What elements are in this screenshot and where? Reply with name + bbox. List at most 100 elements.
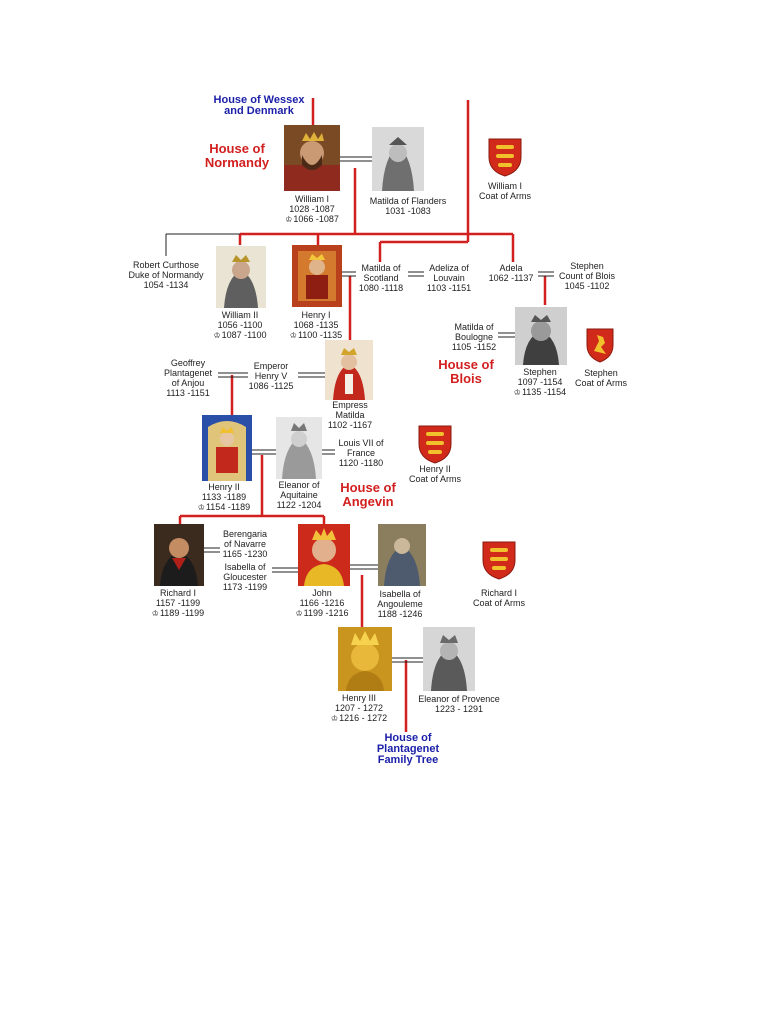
matilda-scotland-line1: Matilda of (361, 263, 401, 273)
label-louis-vii: Louis VII of France 1120 -1180 (330, 438, 392, 468)
label-robert-curthose: Robert Curthose Duke of Normandy 1054 -1… (118, 260, 214, 290)
henry-ii-reign-years: 1154 -1189 (205, 502, 251, 512)
eleanor-aq-line2: Aquitaine (280, 490, 318, 500)
isabella-glou-line2: Gloucester (223, 572, 267, 582)
john-reign: ♔1199 -1216 (284, 608, 360, 619)
portrait-matilda-of-flanders (372, 127, 424, 191)
crown-icon: ♔ (213, 331, 221, 340)
geoffrey-line1: Geoffrey (170, 358, 206, 368)
house-wessex-line2: and Denmark (224, 105, 294, 117)
house-wessex-label: House of Wessex and Denmark (204, 95, 314, 117)
portrait-stephen (515, 307, 567, 365)
arms-henry-ii-label: Henry II Coat of Arms (396, 464, 474, 484)
house-blois-label: House of Blois (430, 358, 502, 386)
louis-line3: 1120 -1180 (338, 458, 384, 468)
william-ii-reign-years: 1087 -1100 (221, 330, 267, 340)
henry-ii-dates: 1133 -1189 (201, 492, 247, 502)
crown-icon: ♔ (513, 388, 521, 397)
empress-line3: 1102 -1167 (327, 420, 373, 430)
geoffrey-line3: of Anjou (171, 378, 205, 388)
matilda-boulogne-line1: Matilda of (454, 322, 494, 332)
portrait-henry-iii (338, 627, 392, 691)
crown-icon: ♔ (289, 331, 297, 340)
label-william-ii: William II 1056 -1100 ♔1087 -1100 (202, 310, 278, 341)
berengaria-line2: of Navarre (223, 539, 267, 549)
portrait-william-i (284, 125, 340, 191)
house-plantagenet-line1: House of (384, 732, 432, 744)
portrait-isabella-of-angouleme (378, 524, 426, 586)
portrait-henry-ii (202, 415, 252, 481)
stephen-blois-line3: 1045 -1102 (564, 281, 610, 291)
isabella-ang-line2: Angouleme (377, 599, 423, 609)
henry-v-line2: Henry V (254, 371, 288, 381)
matilda-boulogne-line3: 1105 -1152 (451, 342, 497, 352)
john-reign-years: 1199 -1216 (303, 608, 349, 618)
isabella-glou-line1: Isabella of (224, 562, 266, 572)
adela-line2: 1062 -1137 (488, 273, 534, 283)
label-adela: Adela 1062 -1137 (482, 263, 540, 283)
label-john: John 1166 -1216 ♔1199 -1216 (284, 588, 360, 619)
label-isabella-of-angouleme: Isabella of Angouleme 1188 -1246 (368, 589, 432, 619)
adeliza-line1: Adeliza of (429, 263, 469, 273)
isabella-glou-line3: 1173 -1199 (222, 582, 268, 592)
eleanor-aq-line1: Eleanor of (278, 480, 320, 490)
eleanor-prov-line1: Eleanor of Provence (418, 694, 500, 704)
portrait-richard-i (154, 524, 204, 586)
berengaria-line1: Berengaria (222, 529, 268, 539)
louis-line2: France (346, 448, 375, 458)
henry-v-line3: 1086 -1125 (248, 381, 294, 391)
john-name: John (312, 588, 332, 598)
berengaria-line3: 1165 -1230 (222, 549, 268, 559)
henry-i-reign-years: 1100 -1135 (297, 330, 343, 340)
coat-of-arms-stephen-icon (585, 327, 615, 363)
house-plantagenet-label: House of Plantagenet Family Tree (360, 733, 456, 766)
arms-richard-i-line2: Coat of Arms (472, 598, 526, 608)
house-normandy-label: House of Normandy (192, 142, 282, 170)
portrait-eleanor-of-provence (423, 627, 475, 691)
house-angevin-line1: House of (340, 480, 396, 495)
matilda-flanders-name: Matilda of Flanders (369, 196, 447, 206)
house-plantagenet-line3: Family Tree (377, 754, 439, 766)
stephen-name: Stephen (523, 367, 557, 377)
william-i-reign: ♔1066 -1087 (276, 214, 348, 225)
geoffrey-line2: Plantagenet (163, 368, 213, 378)
label-henry-iii: Henry III 1207 - 1272 ♔1216 - 1272 (322, 693, 396, 724)
geoffrey-line4: 1113 -1151 (166, 388, 210, 398)
isabella-ang-line1: Isabella of (379, 589, 421, 599)
stephen-blois-line1: Stephen (570, 261, 604, 271)
arms-william-i-line1: William I (488, 181, 522, 191)
house-normandy-line1: House of (209, 141, 265, 156)
label-henry-i: Henry I 1068 -1135 ♔1100 -1135 (280, 310, 352, 341)
crown-icon: ♔ (285, 215, 293, 224)
william-i-name: William I (295, 194, 329, 204)
william-i-dates: 1028 -1087 (289, 204, 335, 214)
empress-line2: Matilda (335, 410, 365, 420)
henry-iii-reign: ♔1216 - 1272 (322, 713, 396, 724)
coat-of-arms-richard-i-icon (481, 540, 517, 580)
henry-i-reign: ♔1100 -1135 (280, 330, 352, 341)
label-emperor-henry-v: Emperor Henry V 1086 -1125 (240, 361, 302, 391)
stephen-dates: 1097 -1154 (517, 377, 563, 387)
robert-line3: 1054 -1134 (143, 280, 189, 290)
stephen-blois-line2: Count of Blois (558, 271, 616, 281)
label-matilda-of-flanders: Matilda of Flanders 1031 -1083 (358, 196, 458, 216)
label-stephen: Stephen 1097 -1154 ♔1135 -1154 (504, 367, 576, 398)
arms-stephen-label: Stephen Coat of Arms (562, 368, 640, 388)
portrait-eleanor-of-aquitaine (276, 417, 322, 479)
william-ii-name: William II (221, 310, 259, 320)
william-ii-dates: 1056 -1100 (217, 320, 263, 330)
william-i-reign-years: 1066 -1087 (293, 214, 339, 224)
arms-stephen-line1: Stephen (584, 368, 618, 378)
stephen-reign-years: 1135 -1154 (521, 387, 567, 397)
portrait-john (298, 524, 350, 586)
crown-icon: ♔ (151, 609, 159, 618)
arms-richard-i-label: Richard I Coat of Arms (460, 588, 538, 608)
label-adeliza-of-louvain: Adeliza of Louvain 1103 -1151 (418, 263, 480, 293)
matilda-scotland-line2: Scotland (363, 273, 399, 283)
stephen-reign: ♔1135 -1154 (504, 387, 576, 398)
house-normandy-line2: Normandy (204, 155, 270, 170)
richard-i-reign-years: 1189 -1199 (159, 608, 205, 618)
house-angevin-line2: Angevin (342, 494, 394, 509)
adela-line1: Adela (499, 263, 523, 273)
